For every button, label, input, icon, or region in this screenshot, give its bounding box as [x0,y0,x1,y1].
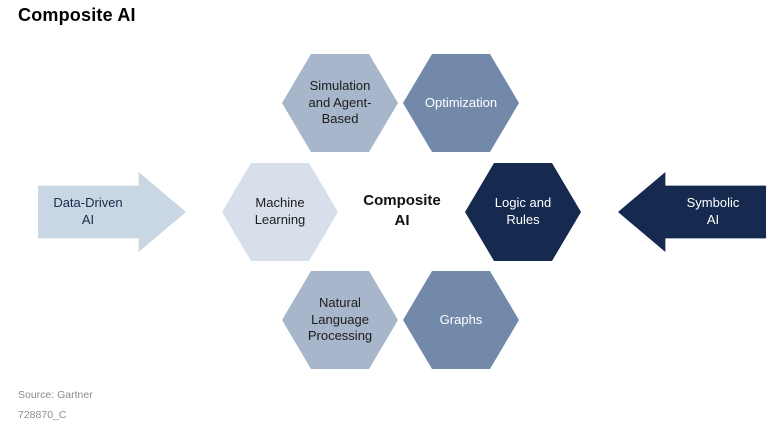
source-attribution: Source: Gartner [18,389,93,401]
hexagon-graphs: Graphs [403,271,519,369]
symbolic-ai-arrow-label: Symbolic AI [686,195,740,227]
hexagon-machine-learning: Machine Learning [222,163,338,261]
hexagon-logic-and-rules: Logic and Rules [465,163,581,261]
hexagon-simulation-agent-based: Simulation and Agent-Based [282,54,398,152]
composite-ai-center-label: Composite AI [363,192,441,230]
hexagon-optimization: Optimization [403,54,519,152]
hexagon-natural-language-processing: Natural Language Processing [282,271,398,369]
data-driven-ai-arrow-label: Data-Driven AI [53,195,123,227]
data-driven-ai-arrow: Data-Driven AI [38,172,186,252]
symbolic-ai-arrow: Symbolic AI [618,172,766,252]
document-id: 728870_C [18,409,67,421]
diagram-title: Composite AI [18,5,136,25]
